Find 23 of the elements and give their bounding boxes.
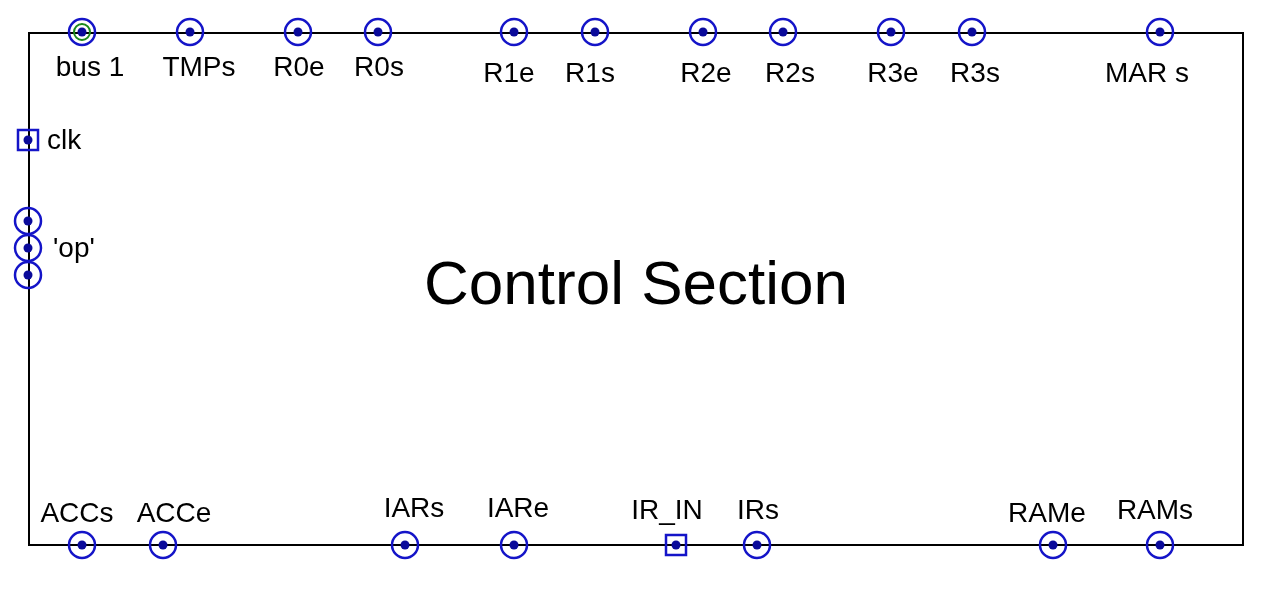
pin-label: R1e bbox=[483, 59, 535, 87]
pin-label: RAMe bbox=[1008, 499, 1086, 527]
pin-label: IR_IN bbox=[631, 496, 703, 524]
control-block bbox=[28, 32, 1244, 546]
pin-label: IRs bbox=[737, 496, 779, 524]
pin-label: 'op' bbox=[53, 234, 95, 262]
pin-label: R3s bbox=[950, 59, 1000, 87]
pin-label: ACCe bbox=[136, 499, 212, 527]
pin-label: IARs bbox=[383, 494, 445, 522]
pin-label: MAR s bbox=[1105, 59, 1189, 87]
pin-label: clk bbox=[47, 126, 82, 154]
pin-label: RAMs bbox=[1116, 496, 1194, 524]
pin-label: TMPs bbox=[162, 53, 236, 81]
pin-label: R0s bbox=[354, 53, 404, 81]
pin-label: R1s bbox=[565, 59, 615, 87]
pin-label: R2s bbox=[765, 59, 815, 87]
pin-label: R3e bbox=[867, 59, 919, 87]
pin-label: ACCs bbox=[40, 499, 114, 527]
pin-label: bus 1 bbox=[55, 53, 125, 81]
pin-label: R2e bbox=[680, 59, 732, 87]
pin-label: IARe bbox=[486, 494, 550, 522]
pin-label: R0e bbox=[273, 53, 325, 81]
block-title: Control Section bbox=[424, 252, 848, 314]
